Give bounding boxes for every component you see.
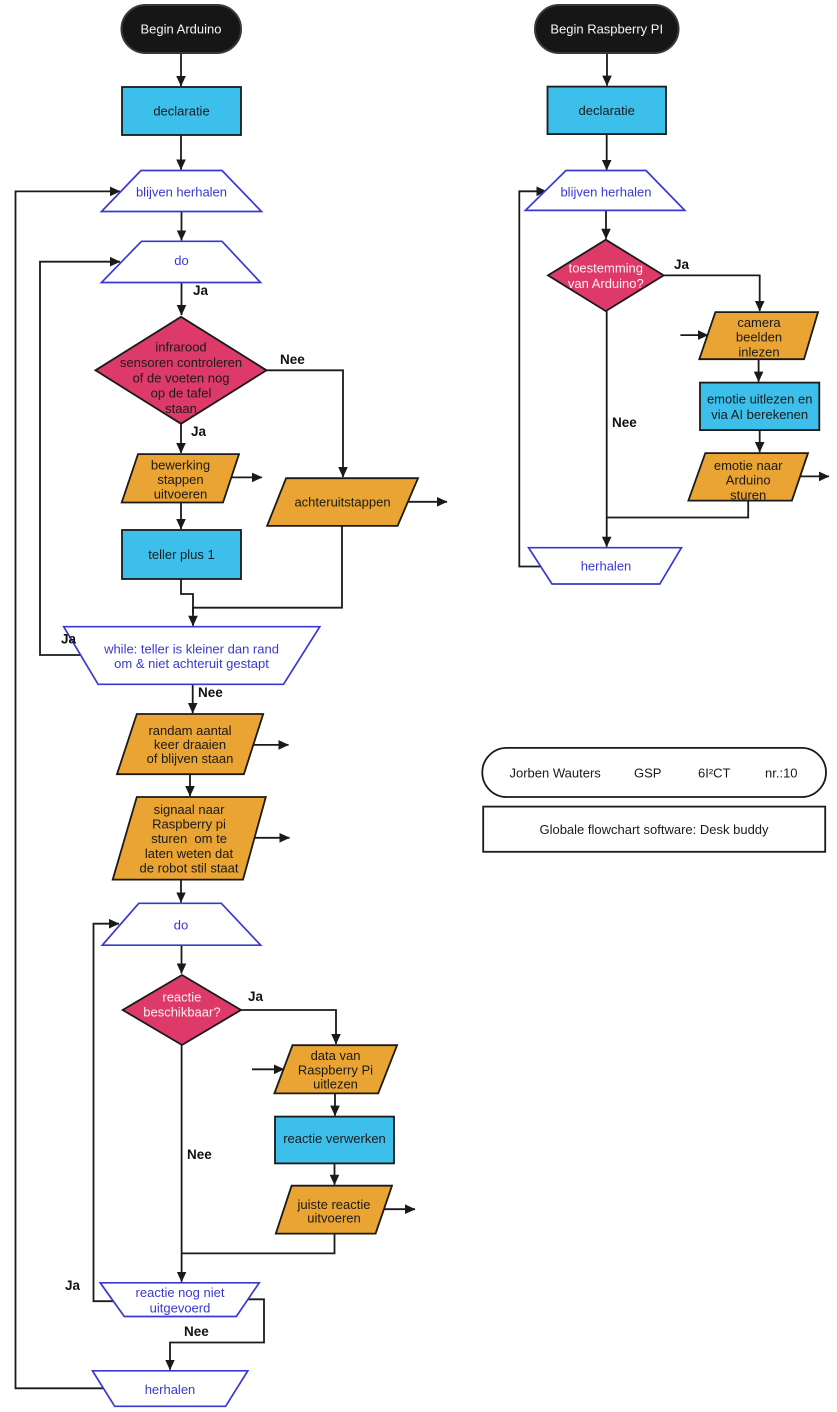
svg-text:GSP: GSP — [634, 765, 661, 780]
svg-text:keer draaien: keer draaien — [154, 737, 226, 752]
svg-text:of blijven staan: of blijven staan — [147, 751, 234, 766]
svg-text:data van: data van — [311, 1048, 361, 1063]
svg-text:inlezen: inlezen — [738, 345, 779, 360]
svg-text:Raspberry pi: Raspberry pi — [152, 817, 226, 832]
svg-text:stappen: stappen — [157, 472, 203, 487]
svg-text:do: do — [174, 253, 188, 268]
svg-text:Nee: Nee — [184, 1324, 209, 1339]
svg-text:reactie verwerken: reactie verwerken — [283, 1131, 386, 1146]
svg-text:staan: staan — [165, 401, 197, 416]
svg-text:Nee: Nee — [187, 1147, 212, 1162]
svg-text:Ja: Ja — [674, 257, 690, 272]
svg-text:bewerking: bewerking — [151, 457, 210, 472]
svg-text:declaratie: declaratie — [579, 103, 635, 118]
svg-text:laten weten dat: laten weten dat — [145, 846, 234, 861]
svg-text:sturen: sturen — [730, 487, 766, 502]
svg-text:signaal naar: signaal naar — [154, 802, 225, 817]
svg-text:toestemming: toestemming — [569, 261, 643, 276]
svg-text:van Arduino?: van Arduino? — [568, 276, 644, 291]
svg-text:achteruitstappen: achteruitstappen — [294, 495, 390, 510]
svg-text:while: teller is kleiner dan r: while: teller is kleiner dan rand — [103, 642, 279, 657]
svg-text:camera: camera — [737, 315, 781, 330]
svg-text:do: do — [174, 918, 188, 933]
svg-text:reactie nog niet: reactie nog niet — [136, 1285, 225, 1300]
svg-text:de robot stil staat: de robot stil staat — [140, 860, 239, 875]
svg-text:Nee: Nee — [280, 352, 305, 367]
svg-text:juiste reactie: juiste reactie — [297, 1197, 371, 1212]
svg-text:infrarood: infrarood — [155, 340, 206, 355]
svg-text:Nee: Nee — [612, 415, 637, 430]
svg-text:Ja: Ja — [191, 424, 207, 439]
svg-text:Ja: Ja — [193, 283, 209, 298]
svg-text:uitlezen: uitlezen — [313, 1077, 358, 1092]
svg-text:teller plus 1: teller plus 1 — [148, 547, 214, 562]
svg-text:of de voeten nog: of de voeten nog — [133, 370, 230, 385]
svg-text:Begin Arduino: Begin Arduino — [141, 22, 222, 37]
svg-text:emotie naar: emotie naar — [714, 458, 783, 473]
svg-text:Ja: Ja — [61, 632, 77, 647]
svg-text:Ja: Ja — [65, 1278, 81, 1293]
svg-text:Raspberry Pi: Raspberry Pi — [298, 1062, 373, 1077]
svg-text:om & niet achteruit gestapt: om & niet achteruit gestapt — [114, 656, 269, 671]
svg-text:beschikbaar?: beschikbaar? — [143, 1005, 220, 1020]
svg-text:emotie uitlezen en: emotie uitlezen en — [707, 392, 813, 407]
svg-text:herhalen: herhalen — [581, 559, 632, 574]
svg-text:uitgevoerd: uitgevoerd — [150, 1301, 211, 1316]
svg-text:Arduino: Arduino — [726, 473, 771, 488]
svg-text:blijven herhalen: blijven herhalen — [136, 184, 227, 199]
svg-text:beelden: beelden — [736, 330, 782, 345]
svg-text:Ja: Ja — [248, 989, 264, 1004]
svg-text:uitvoeren: uitvoeren — [154, 487, 207, 502]
svg-text:reactie: reactie — [162, 990, 201, 1005]
svg-text:op de tafel: op de tafel — [151, 386, 212, 401]
svg-text:via AI berekenen: via AI berekenen — [711, 407, 808, 422]
svg-text:sensoren controleren: sensoren controleren — [120, 355, 242, 370]
svg-text:nr.:10: nr.:10 — [765, 765, 798, 780]
svg-text:Jorben Wauters: Jorben Wauters — [510, 765, 602, 780]
svg-text:randam aantal: randam aantal — [148, 723, 231, 738]
svg-text:Nee: Nee — [198, 685, 223, 700]
svg-text:uitvoeren: uitvoeren — [307, 1211, 360, 1226]
svg-text:Begin Raspberry PI: Begin Raspberry PI — [550, 22, 663, 37]
svg-text:6I²CT: 6I²CT — [698, 765, 731, 780]
svg-text:declaratie: declaratie — [153, 104, 209, 119]
svg-text:Globale flowchart software: De: Globale flowchart software: Desk buddy — [539, 822, 769, 837]
svg-text:sturen om te: sturen om te — [151, 831, 227, 846]
svg-text:blijven herhalen: blijven herhalen — [560, 184, 651, 199]
svg-text:herhalen: herhalen — [145, 1382, 196, 1397]
